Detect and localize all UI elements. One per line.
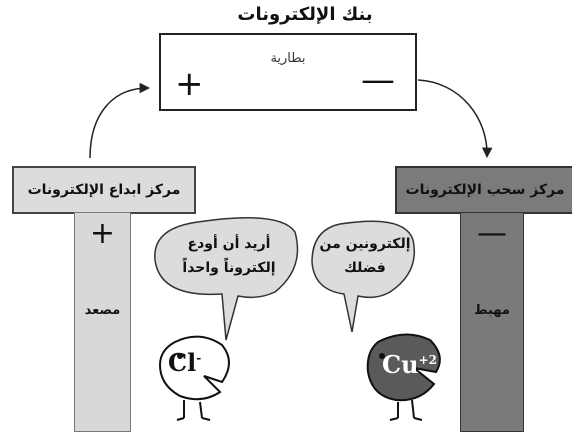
right-bubble-text: إلكترونين من فضلك bbox=[316, 232, 414, 280]
right-bubble-line1: إلكترونين من bbox=[319, 236, 411, 252]
electron-release-center: مركز ابداع الإلكترونات bbox=[12, 166, 196, 214]
cathode-electrode: — مهبط bbox=[460, 212, 524, 432]
battery-plus-terminal: + bbox=[175, 64, 204, 104]
right-speech-bubble bbox=[311, 220, 416, 333]
left-bubble-line1: أريد أن أودع bbox=[187, 236, 271, 252]
anode-label: مصعد bbox=[84, 303, 121, 318]
copper-ion-character bbox=[366, 333, 441, 421]
chloride-symbol: Cl bbox=[168, 348, 197, 377]
left-bubble-line2: إلكتروناً واحداً bbox=[182, 260, 276, 276]
left-bubble-text: أريد أن أودع إلكتروناً واحداً bbox=[160, 232, 298, 280]
left-speech-bubble bbox=[154, 217, 299, 341]
chloride-label: Cl- bbox=[168, 348, 201, 377]
cathode-sign: — bbox=[477, 216, 507, 251]
battery-minus-terminal: — bbox=[361, 60, 395, 100]
diagram-title: بنك الإلكترونات bbox=[237, 4, 373, 25]
arrow-from-battery bbox=[417, 79, 493, 159]
cathode-label: مهبط bbox=[474, 303, 510, 318]
anode-electrode: + مصعد bbox=[74, 212, 131, 432]
copper-symbol: Cu bbox=[382, 350, 419, 379]
copper-charge: +2 bbox=[418, 353, 437, 367]
arrow-to-battery bbox=[89, 82, 151, 159]
anode-sign: + bbox=[89, 216, 116, 251]
chloride-charge: - bbox=[196, 351, 202, 365]
electron-withdrawal-center: مركز سحب الإلكترونات bbox=[395, 166, 572, 214]
right-bubble-line2: فضلك bbox=[344, 260, 386, 276]
copper-label: Cu+2 bbox=[382, 350, 437, 379]
battery-label: بطارية bbox=[270, 51, 306, 66]
battery: بطارية + — bbox=[159, 33, 417, 111]
chloride-ion-character bbox=[158, 335, 230, 421]
